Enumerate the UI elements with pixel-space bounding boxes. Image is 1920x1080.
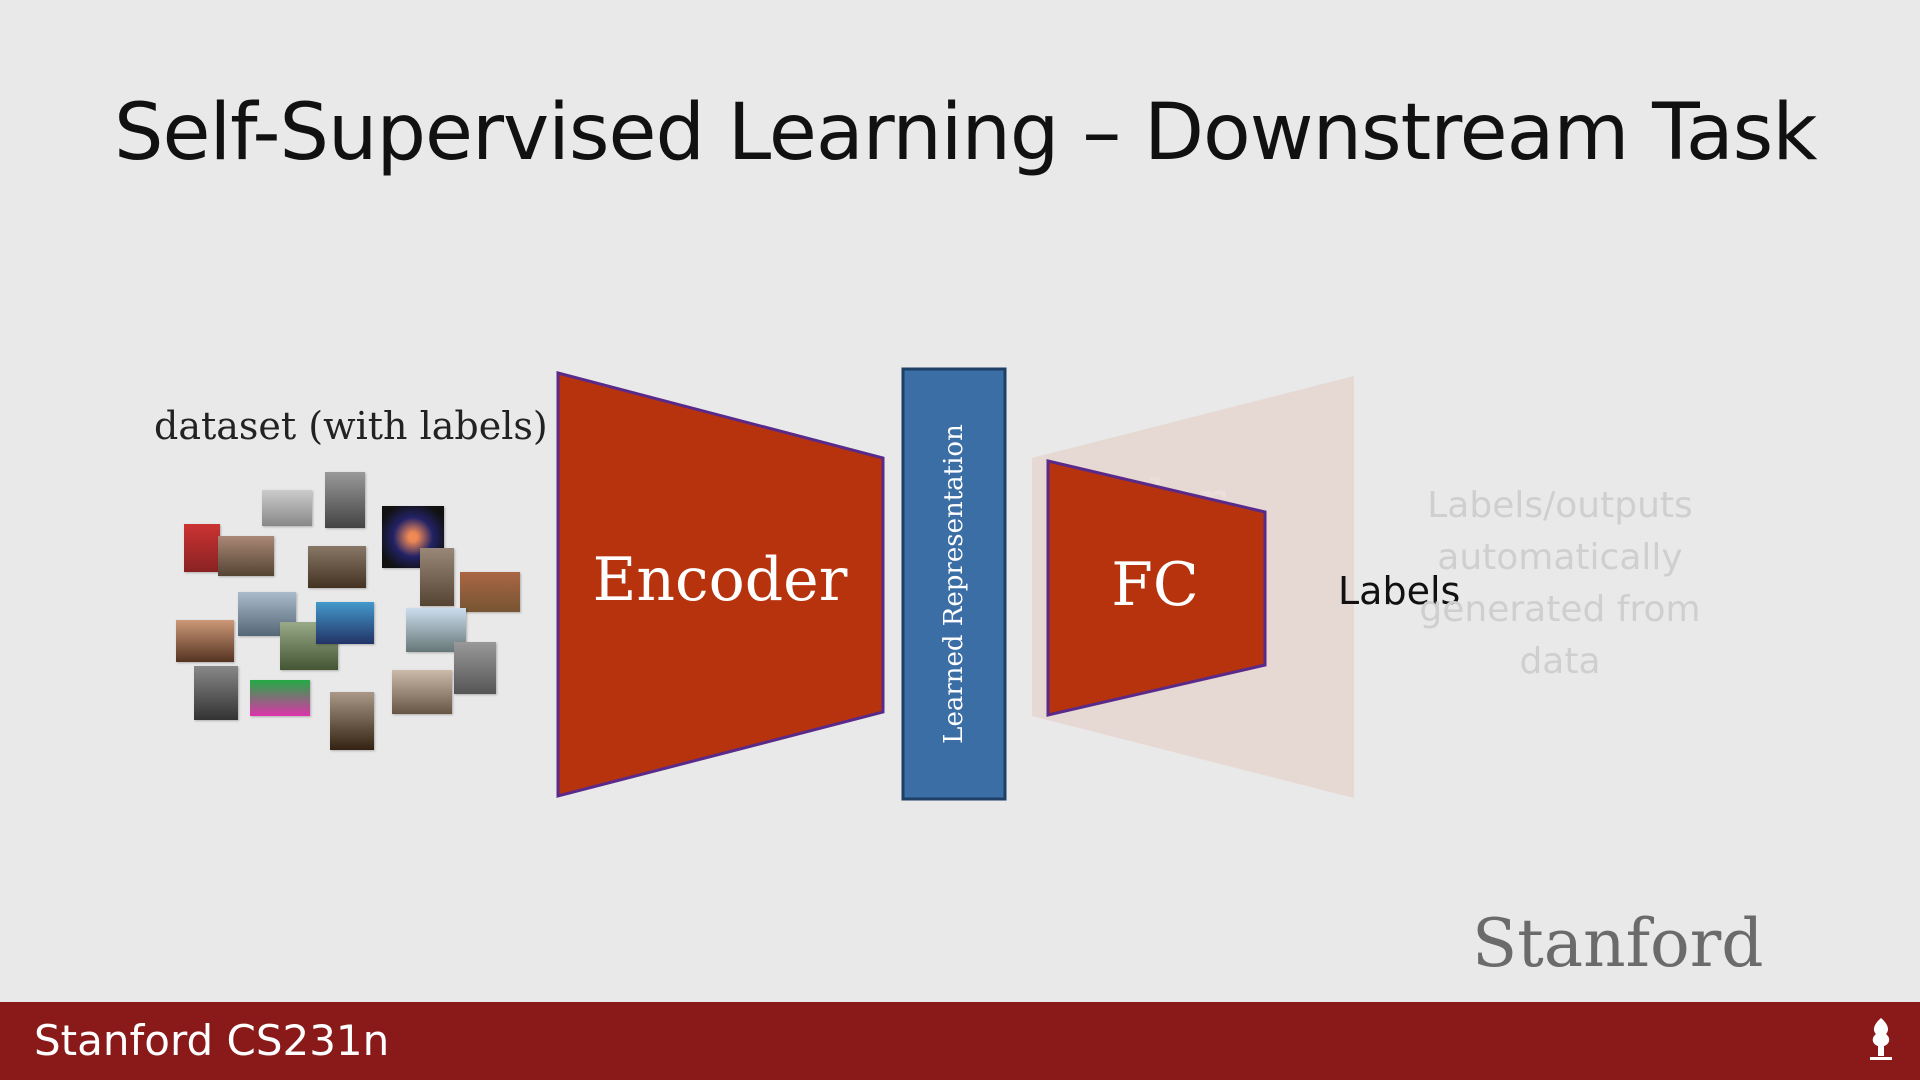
dataset-label: dataset (with labels)	[154, 404, 548, 448]
dataset-thumbnail	[460, 572, 520, 612]
footer-bar: Stanford CS231n	[0, 1002, 1920, 1080]
dataset-thumbnail	[176, 620, 234, 662]
dataset-thumbnail	[454, 642, 496, 694]
ghost-note: Labels/outputs automatically generated f…	[1419, 485, 1701, 682]
dataset-thumbnail	[250, 680, 310, 716]
dataset-thumbnail	[325, 472, 365, 528]
dataset-thumbnail	[316, 602, 374, 644]
representation-block	[901, 367, 1007, 801]
dataset-thumbnail	[330, 692, 374, 750]
encoder-block	[556, 371, 885, 798]
dataset-thumbnail	[184, 524, 220, 572]
output-labels: Labels	[1338, 569, 1461, 613]
encoder-label: Encoder	[593, 545, 848, 615]
dataset-thumbnail	[194, 666, 238, 720]
slide-title: Self-Supervised Learning – Downstream Ta…	[114, 88, 1817, 178]
dataset-thumbnail	[420, 548, 454, 606]
representation-label: Learned Representation	[939, 424, 969, 744]
dataset-thumbnail	[262, 490, 312, 526]
fc-label: FC	[1111, 550, 1199, 620]
dataset-thumbnail	[308, 546, 366, 588]
fc-block	[1046, 459, 1267, 717]
course-name: Stanford CS231n	[34, 1016, 390, 1065]
dataset-thumbnail	[392, 670, 452, 714]
stanford-wordmark: Stanford	[1472, 905, 1764, 982]
dataset-thumbnail	[218, 536, 274, 576]
stanford-tree-icon	[1870, 1018, 1892, 1060]
